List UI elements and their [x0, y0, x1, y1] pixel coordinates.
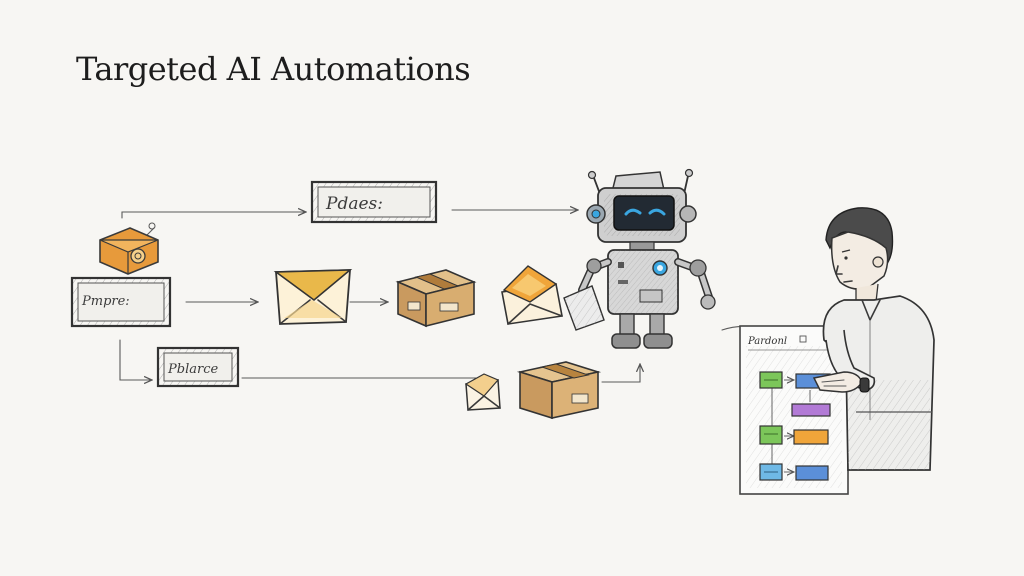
package-icon	[395, 269, 477, 328]
top-label-box: Pdaes:	[310, 180, 438, 224]
workflow-node	[791, 403, 831, 417]
workflow-panel: Pardonl	[721, 325, 849, 495]
page-title: Targeted AI Automations	[76, 50, 471, 88]
person-icon	[812, 207, 935, 471]
workflow-node	[759, 425, 783, 445]
panel-header-label: Pardonl	[747, 336, 787, 347]
device-icon	[99, 222, 159, 275]
envelope-icon	[464, 373, 501, 411]
workflow-node	[795, 465, 829, 481]
workflow-node	[793, 429, 829, 445]
left-label-box: Pmpre:	[70, 276, 172, 328]
envelope-icon	[273, 269, 353, 325]
connector-arrows	[119, 210, 640, 382]
left-box-label: Pmpre:	[81, 294, 130, 309]
top-box-label: Pdaes:	[325, 194, 383, 214]
package-icon	[516, 361, 602, 420]
bottom-box-label: Pblarce	[167, 362, 218, 377]
envelope-icon	[501, 265, 563, 325]
robot-icon	[563, 168, 716, 349]
bottom-label-box: Pblarce	[156, 346, 240, 388]
